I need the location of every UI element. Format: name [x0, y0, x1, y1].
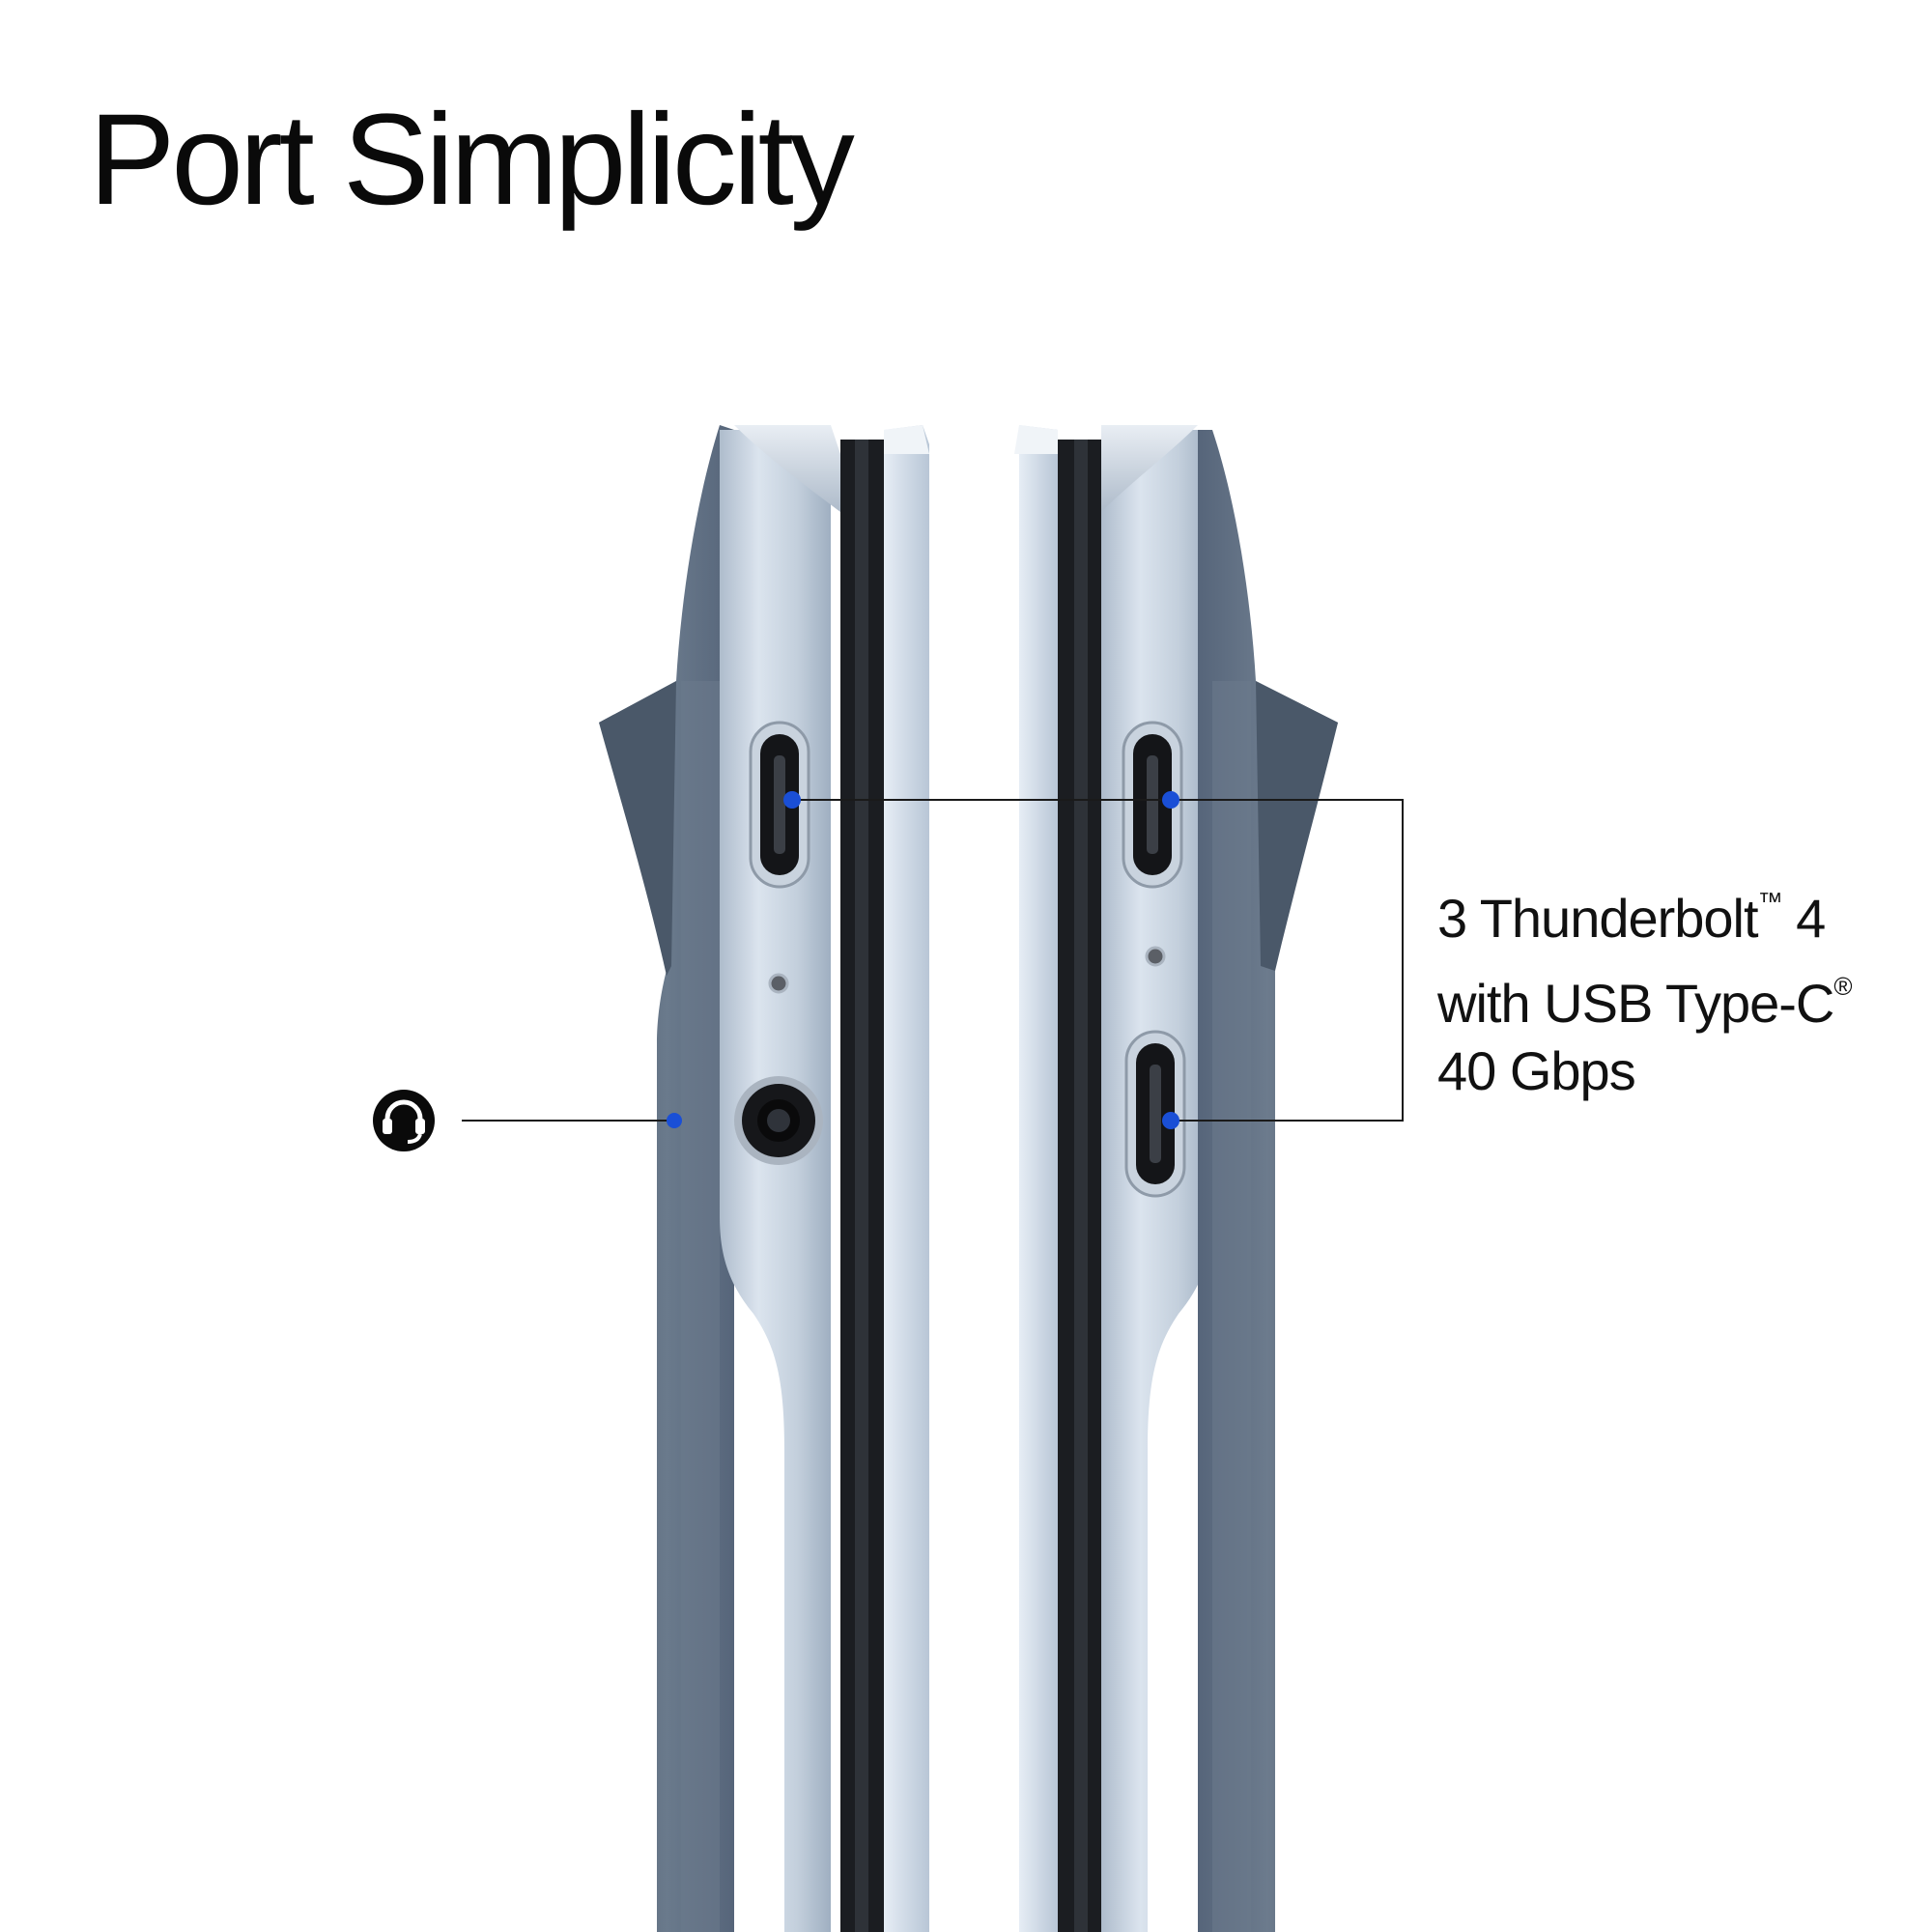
headset-icon: [373, 1090, 435, 1151]
callout-dot: [1162, 1112, 1179, 1129]
callout-line-3: 40 Gbps: [1437, 1040, 1636, 1101]
thunderbolt-description: 3 Thunderbolt™ 4 with USB Type-C® 40 Gbp…: [1437, 867, 1853, 1105]
usb-c-port-right-top: [1122, 721, 1183, 889]
right-lid-slab: [1019, 425, 1058, 1932]
usb-c-port-right-bottom: [1124, 1030, 1186, 1198]
left-laptop-edge: [599, 425, 929, 1932]
usb-c-port-left: [749, 721, 810, 889]
thunderbolt-callout-lines: [792, 799, 1404, 1122]
led-indicator-left: [768, 973, 789, 994]
callout-line-1: 3 Thunderbolt™ 4: [1437, 887, 1826, 949]
left-aluminum-panel: [720, 430, 831, 1932]
callout-dot: [783, 791, 801, 809]
led-indicator-right: [1145, 946, 1166, 967]
left-lid-slab: [884, 425, 929, 1932]
callout-dot: [1162, 791, 1179, 809]
callout-dot: [667, 1113, 682, 1128]
page-title: Port Simplicity: [89, 88, 855, 232]
callout-line-2: with USB Type-C®: [1437, 972, 1853, 1034]
audio-jack: [734, 1076, 823, 1165]
